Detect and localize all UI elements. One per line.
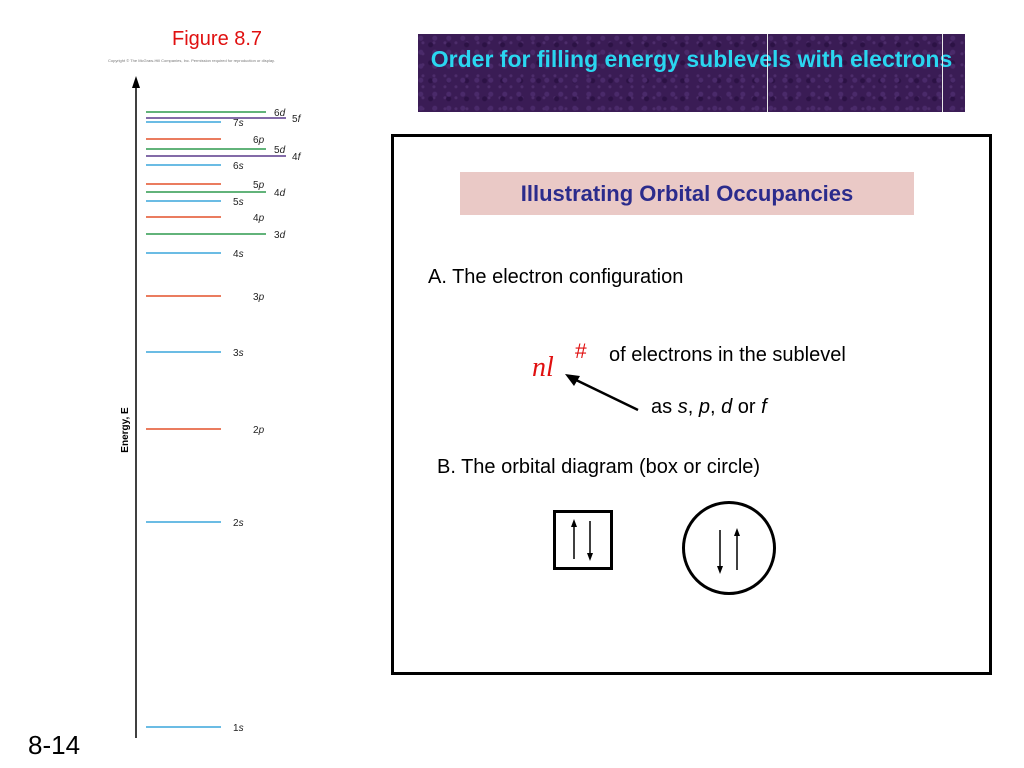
- energy-level-label: 4s: [233, 249, 244, 260]
- sublevel-prefix: as: [651, 396, 678, 418]
- sublevel-p: p: [698, 396, 710, 418]
- orbital-circle-diagram: [682, 501, 776, 595]
- title-divider: [942, 34, 943, 112]
- item-a-text: A. The electron configuration: [428, 266, 684, 288]
- slide-title: Order for filling energy sublevels with …: [418, 34, 965, 112]
- electron-spin-arrows-icon: [571, 519, 593, 561]
- energy-level-label: 1s: [233, 723, 244, 734]
- energy-level-label: 2s: [233, 518, 244, 529]
- energy-level-label: 5p: [253, 180, 265, 191]
- copyright-notice: Copyright © The McGraw-Hill Companies, I…: [108, 58, 275, 63]
- symbol-n: n: [532, 352, 546, 383]
- energy-level-label: 6d: [274, 108, 286, 119]
- slide-title-text: Order for filling energy sublevels with …: [430, 46, 953, 72]
- energy-level-diagram: Energy, E 1s 2s 2p 3s 3p 4s 3d 4p 5s 4d 5p 6s 4f 5d 6p…: [120, 76, 302, 738]
- energy-level-label: 3p: [253, 292, 265, 303]
- title-divider: [767, 34, 768, 112]
- content-heading: Illustrating Orbital Occupancies: [460, 172, 914, 215]
- sublevel-s: s: [677, 396, 688, 418]
- energy-level-label: 4f: [292, 152, 302, 163]
- energy-levels: 1s 2s 2p 3s 3p 4s 3d 4p 5s 4d 5p 6s 4f 5d 6p 7s 5f 6d: [146, 108, 302, 734]
- sublevel-f: f: [761, 396, 767, 418]
- energy-level-label: 3s: [233, 348, 244, 359]
- symbol-l: l: [546, 352, 554, 383]
- energy-level-label: 6p: [253, 135, 265, 146]
- energy-level-label: 5f: [292, 114, 302, 125]
- pointer-arrow-icon: [565, 374, 639, 412]
- sublevel-d: d: [721, 396, 733, 418]
- energy-axis-label: Energy, E: [120, 407, 131, 453]
- item-b-text: B. The orbital diagram (box or circle): [437, 456, 761, 478]
- energy-level-label: 6s: [233, 161, 244, 172]
- energy-level-label: 7s: [233, 118, 244, 129]
- hash-symbol: #: [575, 340, 587, 363]
- energy-level-label: 4p: [253, 213, 265, 224]
- nl-symbol: nl: [532, 352, 554, 384]
- sublevel-or: or: [737, 396, 756, 418]
- energy-level-label: 5s: [233, 197, 244, 208]
- orbital-box-diagram: [553, 510, 613, 570]
- content-box: [391, 134, 992, 675]
- energy-level-label: 5d: [274, 145, 286, 156]
- energy-level-label: 2p: [253, 425, 265, 436]
- slide-number: 8-14: [28, 730, 81, 760]
- energy-level-label: 3d: [274, 230, 286, 241]
- energy-level-label: 4d: [274, 188, 286, 199]
- sublevel-letters: as s, p, d or f: [651, 396, 767, 418]
- electron-spin-arrows-icon: [717, 528, 740, 574]
- energy-axis-arrowhead: [132, 76, 140, 88]
- hash-description: of electrons in the sublevel: [609, 344, 846, 366]
- figure-caption: Figure 8.7: [172, 28, 263, 50]
